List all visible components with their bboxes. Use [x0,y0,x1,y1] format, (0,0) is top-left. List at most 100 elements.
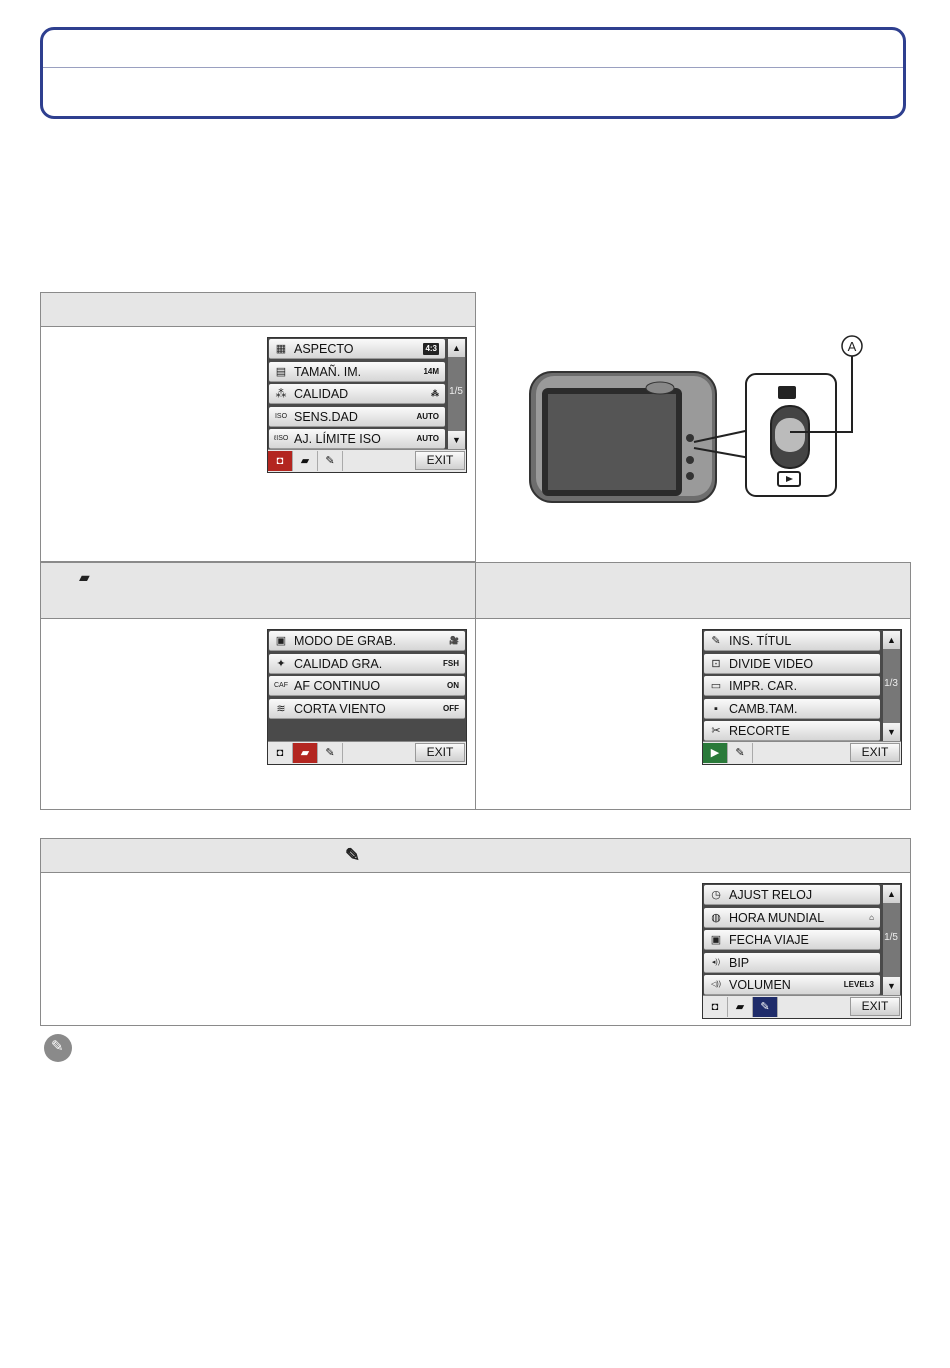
menu-item-icon: ISO [274,412,288,420]
menu-item-value: ON [447,681,459,690]
exit-button[interactable]: EXIT [850,997,900,1016]
menu-item-label: FECHA VIAJE [729,933,809,947]
menu-item-label: AJUST RELOJ [729,888,813,902]
movie-tab-icon[interactable]: ▰ [293,451,318,471]
menu-item-label: RECORTE [729,724,790,738]
menu-item[interactable]: ▪ CAMB.TAM. [704,698,880,719]
menu-item-label: CALIDAD [294,387,349,401]
menu-item-icon: ✦ [276,657,286,670]
menu-item[interactable]: ⊡ DIVIDE VIDEO [704,653,880,674]
menu-item-value: 14M [423,366,439,376]
menu-item-value: ⁂ [431,389,439,398]
menu-tab-bar: ◘ ▰ ✎ EXIT [268,741,466,764]
menu-item[interactable]: ◷ AJUST RELOJ [704,885,880,905]
menu-item-icon: ◂)) [711,958,721,966]
rec-menu-header [41,293,475,327]
menu-item-icon: ▣ [275,635,287,647]
menu-item[interactable]: ▭ IMPR. CAR. [704,676,880,696]
menu-item-icon: ▭ [710,680,722,692]
menu-item-value: OFF [443,703,459,713]
menu-item-icon: ✂ [711,725,721,737]
menu-item-label: INS. TÍTUL [729,634,792,648]
menu-item-icon: CAF [274,682,288,689]
menu-item-value: FSH [443,658,459,668]
scroll-up-button[interactable]: ▲ [883,631,900,649]
play-tab-icon[interactable]: ▶ [703,743,728,763]
page-indicator: 1/5 [884,932,898,943]
menu-item-icon: ◷ [711,889,721,901]
menu-item-icon: ▪ [714,702,718,715]
menu-item[interactable]: ◍HORA MUNDIAL⌂ [704,907,880,928]
wrench-tab-icon[interactable]: ✎ [753,997,778,1017]
scroll-up-button[interactable]: ▲ [883,885,900,903]
menu-tab-bar: ◘ ▰ ✎ EXIT [703,995,901,1018]
menu-item-icon: ▤ [275,365,287,378]
menu-item-label: DIVIDE VIDEO [729,656,814,671]
menu-item-value: 🎥 [449,636,459,645]
exit-button[interactable]: EXIT [415,451,465,470]
menu-item[interactable]: ⁂ CALIDAD ⁂ [269,384,445,404]
scroll-up-button[interactable]: ▲ [448,339,465,357]
menu-item-label: AJ. LÍMITE ISO [294,432,381,446]
menu-item-value: AUTO [416,411,439,421]
page-indicator: 1/3 [884,678,898,689]
menu-item-label: TAMAÑ. IM. [294,364,362,379]
menu-item-label: ASPECTO [294,342,354,356]
setup-menu-screen: ◷ AJUST RELOJ ◍HORA MUNDIAL⌂ ▣ FECHA VIAJE ◂)… [702,883,902,1019]
menu-item[interactable]: ▤ TAMAÑ. IM. 14M [269,361,445,382]
menu-item-icon: ◁)) [710,981,722,988]
menu-item[interactable]: ▣ FECHA VIAJE [704,930,880,950]
menu-item-icon: ≋ [276,702,286,715]
menu-item[interactable]: ◂))BIP [704,952,880,973]
exit-button[interactable]: EXIT [850,743,900,762]
movie-tab-icon[interactable]: ▰ [728,997,753,1017]
menu-tab-bar: ◘ ▰ ✎ EXIT [268,449,466,472]
movie-icon: ▰ [79,569,90,585]
exit-button[interactable]: EXIT [415,743,465,762]
menu-item-value: LEVEL3 [843,980,874,989]
movie-menu-header: ▰ [41,563,475,619]
menu-item[interactable]: ◁)) VOLUMEN LEVEL3 [704,975,880,995]
menu-item-label: VOLUMEN [729,978,791,992]
menu-item-icon: ◍ [711,911,721,924]
menu-item-icon: ℓISO [274,435,289,442]
camera-tab-icon[interactable]: ◘ [268,451,293,471]
menu-item-icon: ▣ [710,934,722,946]
menu-item-label: AF CONTINUO [294,679,381,693]
movie-menu-screen: ▣MODO DE GRAB.🎥 ✦ CALIDAD GRA. FSH CAF AF CON… [267,629,467,765]
scroll-down-button[interactable]: ▼ [883,977,900,995]
menu-item[interactable]: ℓISO AJ. LÍMITE ISO AUTO [269,429,445,449]
menu-item[interactable]: ✂ RECORTE [704,721,880,741]
menu-item-icon: ✎ [711,635,721,647]
camera-tab-icon[interactable]: ◘ [268,743,293,763]
menu-item-label: IMPR. CAR. [729,679,798,693]
menu-item-icon: ▦ [275,343,287,355]
page-title-frame [40,27,906,119]
menu-item[interactable]: CAF AF CONTINUO ON [269,676,465,696]
menu-item-value: AUTO [416,434,439,443]
wrench-icon: ✎ [345,845,361,865]
movie-tab-icon[interactable]: ▰ [293,743,318,763]
menu-item-label: CALIDAD GRA. [294,656,383,671]
camera-tab-icon[interactable]: ◘ [703,997,728,1017]
callout-label: A [848,339,857,354]
menu-item[interactable]: ▣MODO DE GRAB.🎥 [269,631,465,651]
menu-item-value: ⌂ [869,912,874,922]
camera-illustration: A [529,335,863,503]
wrench-tab-icon[interactable]: ✎ [728,743,753,763]
menu-item[interactable]: ✦ CALIDAD GRA. FSH [269,653,465,674]
menu-item-icon: ⁂ [275,388,287,400]
play-menu-screen: ✎ INS. TÍTUL ⊡ DIVIDE VIDEO ▭ IMPR. CAR. ▪ CAMB… [702,629,902,765]
scroll-down-button[interactable]: ▼ [448,431,465,449]
menu-item[interactable]: ✎ INS. TÍTUL [704,631,880,651]
wrench-tab-icon[interactable]: ✎ [318,743,343,763]
menu-item-label: CAMB.TAM. [729,701,798,716]
scroll-down-button[interactable]: ▼ [883,723,900,741]
wrench-tab-icon[interactable]: ✎ [318,451,343,471]
note-icon: ✎ [44,1034,72,1062]
menu-item-icon: ⊡ [711,657,721,670]
